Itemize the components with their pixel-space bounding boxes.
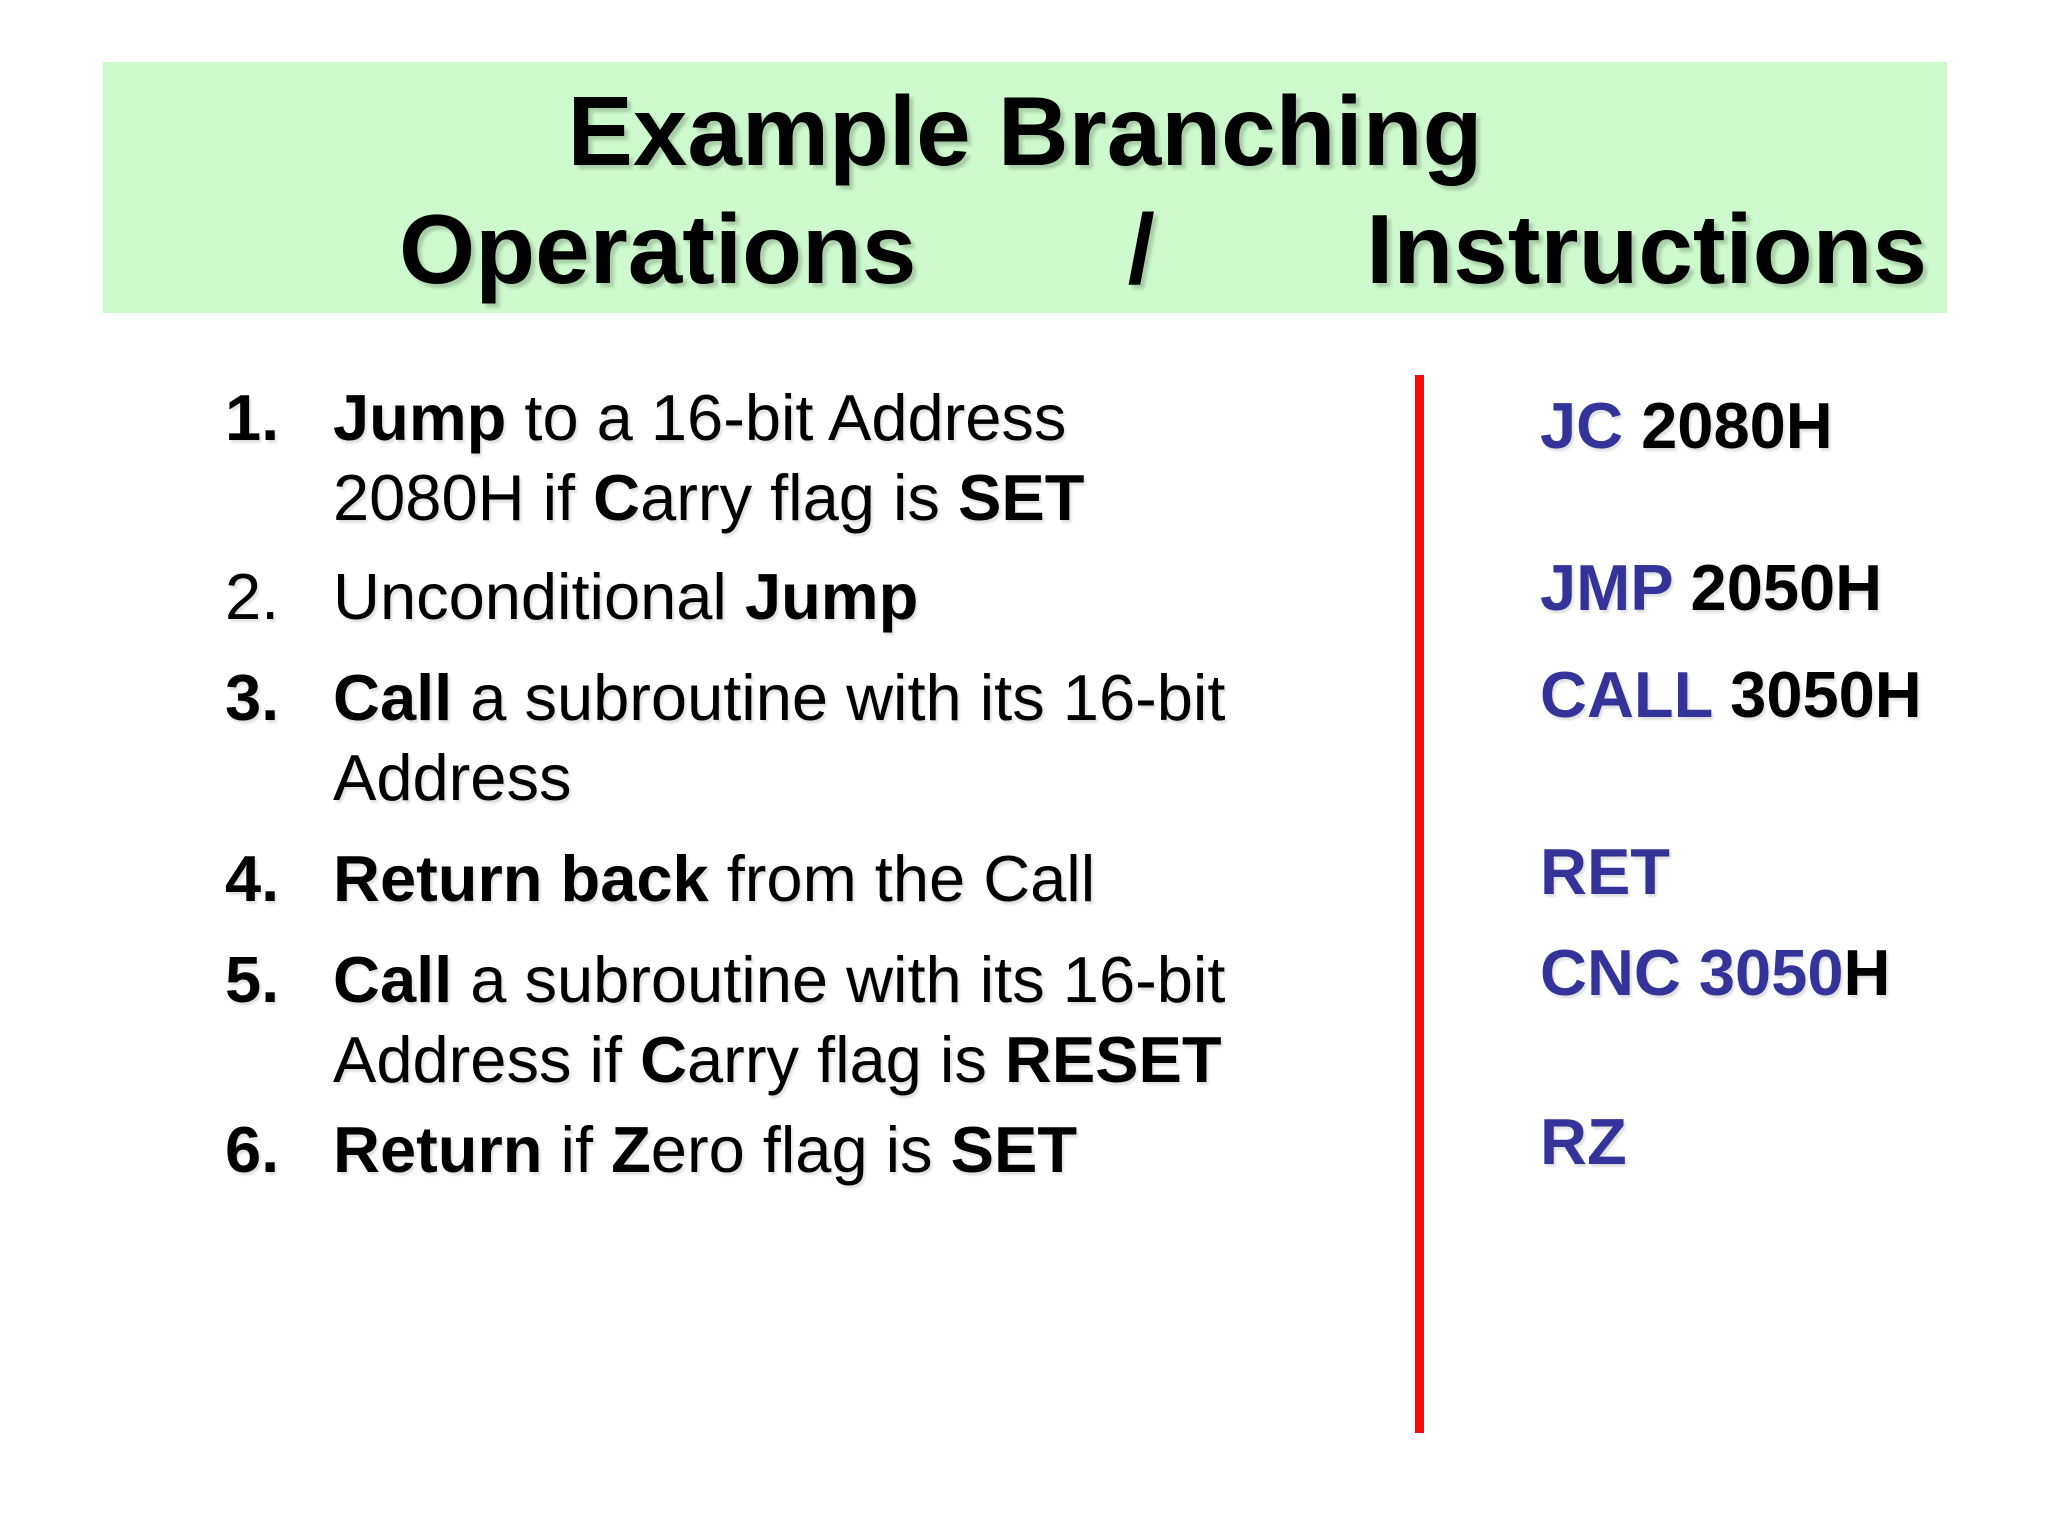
operation-text-line: Call a subroutine with its 16-bit [333,940,1225,1020]
operation-text-line: Return if Zero flag is SET [333,1110,1077,1190]
divider-line [1415,375,1424,1433]
text-segment: Return [333,1113,543,1186]
text-segment: Address if [333,1023,641,1096]
text-segment: from the Call [708,842,1096,915]
text-segment: to a 16-bit Address [506,381,1067,454]
text-segment: Unconditional [333,560,745,633]
text-segment: ero flag is [650,1113,951,1186]
instruction-item: CNC 3050H [1540,933,1890,1013]
text-segment: if [542,1113,612,1186]
text-segment: C [593,461,641,534]
operation-text-line: Address [333,738,1225,818]
instruction-item: JC 2080H [1540,386,1833,466]
text-segment: SET [950,1113,1078,1186]
title-banner: Example Branching Operations / Instructi… [103,62,1947,313]
text-segment: 3050H [1712,658,1922,731]
text-segment: arry flag is [640,461,958,534]
text-segment: Jump [744,560,919,633]
text-segment: CALL [1540,658,1713,731]
slide-title-line-1: Example Branching [567,76,1483,186]
text-segment: JC [1540,389,1624,462]
operation-text-line: Call a subroutine with its 16-bit [333,658,1225,738]
operation-number: 1. [225,381,280,454]
operation-text: Return if Zero flag is SET [333,1110,1077,1190]
instruction-item: JMP 2050H [1540,548,1882,628]
text-segment: 2050H [1672,551,1883,624]
operation-item: 4. Return back from the Call [225,839,1095,919]
text-segment: Z [611,1113,651,1186]
text-segment: SET [957,461,1085,534]
text-segment: CNC 3050 [1540,936,1844,1009]
text-segment: RZ [1540,1105,1627,1178]
operation-number: 2. [225,560,280,633]
operation-item: 6. Return if Zero flag is SET [225,1110,1077,1190]
text-segment: a subroutine with its 16-bit [452,661,1226,734]
text-segment: JMP [1540,551,1673,624]
text-segment: arry flag is [687,1023,1005,1096]
text-segment: RET [1540,835,1670,908]
operation-item: 2. Unconditional Jump [225,557,918,637]
operation-text: Unconditional Jump [333,557,918,637]
text-segment: 2080H if [333,461,594,534]
text-segment: Jump [333,381,507,454]
instruction-item: RET [1540,832,1670,912]
operation-number: 5. [225,943,280,1016]
instruction-item: CALL 3050H [1540,655,1922,735]
operation-number: 3. [225,661,280,734]
text-segment: RESET [1004,1023,1222,1096]
text-segment: 2080H [1623,389,1833,462]
text-segment: C [640,1023,688,1096]
operation-text-line: Address if Carry flag is RESET [333,1020,1225,1100]
text-segment: H [1843,936,1891,1009]
operation-text-line: Jump to a 16-bit Address [333,378,1084,458]
operation-text-line: Return back from the Call [333,839,1095,919]
operation-text-line: Unconditional Jump [333,557,918,637]
text-segment: Address [333,741,572,814]
instruction-item: RZ [1540,1102,1627,1182]
title-operations-label: Operations [399,194,917,304]
title-separator-slash: / [1127,194,1155,304]
text-segment: Call [333,661,453,734]
operation-text: Return back from the Call [333,839,1095,919]
text-segment: Return back [333,842,709,915]
title-instructions-label: Instructions [1366,194,1927,304]
operation-number: 4. [225,842,280,915]
operation-text-line: 2080H if Carry flag is SET [333,458,1084,538]
text-segment: a subroutine with its 16-bit [452,943,1226,1016]
slide-title-line-2: Operations / Instructions [103,190,1947,308]
text-segment: Call [333,943,453,1016]
operation-number: 6. [225,1113,280,1186]
